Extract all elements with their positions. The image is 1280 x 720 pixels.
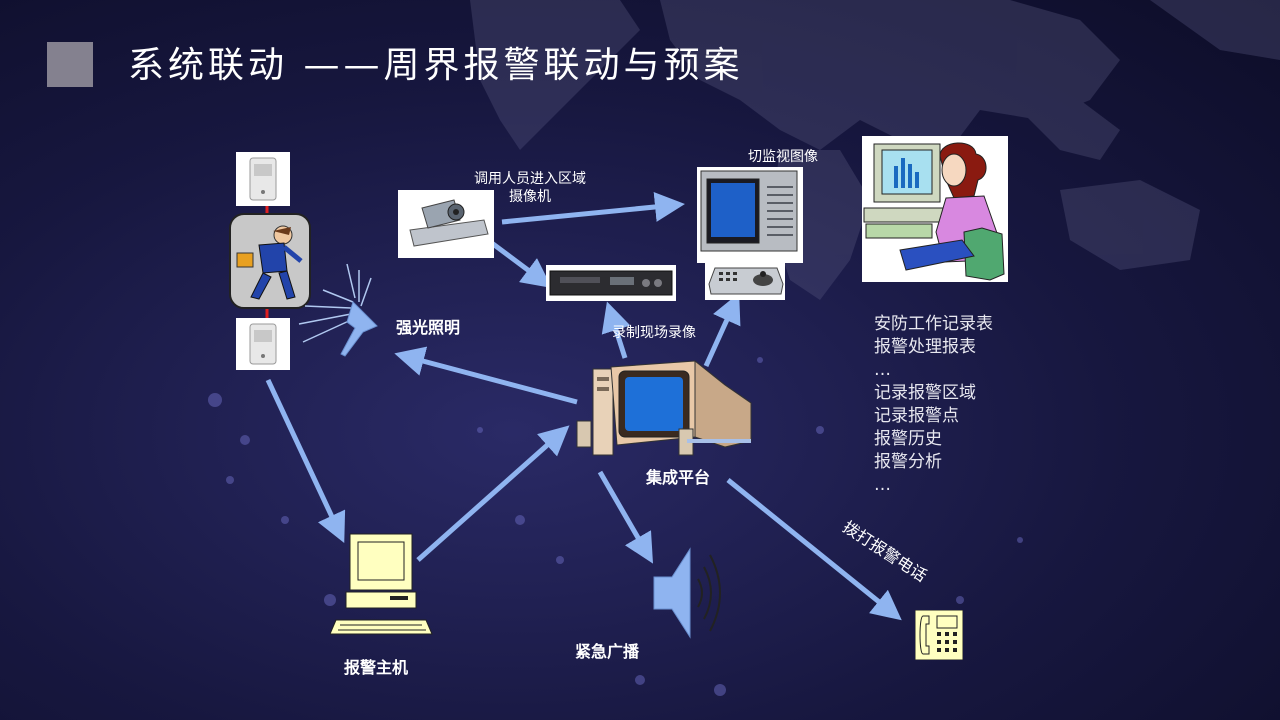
arrow-platform-to-broadcast <box>597 470 654 564</box>
floodlight-icon <box>298 263 378 357</box>
infrared-detector-bottom-icon <box>236 318 290 370</box>
broadcast-label: 紧急广播 <box>575 642 640 661</box>
page-title: 系统联动 ——周界报警联动与预案 <box>128 45 744 86</box>
telephone-icon <box>915 610 963 660</box>
record-item: 报警处理报表 <box>874 337 976 357</box>
camera-label: 调用人员进入区域 摄像机 <box>464 170 596 206</box>
arrow-platform-to-keyboard <box>703 292 741 368</box>
switch-monitor-label: 切监视图像 <box>748 149 818 165</box>
platform-label: 集成平台 <box>646 468 711 487</box>
record-item: 报警分析 <box>874 452 942 472</box>
arrow-platform-to-vcr <box>601 301 631 359</box>
alarm-host-label: 报警主机 <box>344 658 409 677</box>
floodlight-label: 强光照明 <box>396 318 461 337</box>
control-keyboard-icon <box>705 262 785 300</box>
arrow-camera-to-monitor <box>501 192 685 225</box>
arrow-detector-to-alarm-host <box>265 378 346 544</box>
operator-workstation-icon <box>862 136 1008 282</box>
record-list: 安防工作记录表 报警处理报表 … 记录报警区域 记录报警点 报警历史 报警分析 … <box>874 313 993 497</box>
arrow-platform-to-phone <box>726 478 902 621</box>
cctv-monitor-icon <box>697 167 803 263</box>
intruder-icon <box>229 213 311 309</box>
record-video-label: 录制现场录像 <box>612 325 696 341</box>
arrow-platform-to-floodlight <box>394 346 578 405</box>
title-accent-square <box>47 42 93 87</box>
record-item: 记录报警区域 <box>874 383 976 403</box>
arrow-alarm-host-to-platform <box>416 425 570 562</box>
vcr-recorder-icon <box>546 265 676 301</box>
arrow-camera-to-vcr <box>483 235 553 288</box>
camera-icon <box>398 190 494 258</box>
record-item: … <box>874 360 891 380</box>
camera-label-text: 调用人员进入区域 摄像机 <box>474 171 586 205</box>
record-item: 报警历史 <box>874 429 942 449</box>
emergency-broadcast-speaker-icon <box>653 547 721 639</box>
record-item: 安防工作记录表 <box>874 314 993 334</box>
integration-platform-computer-icon <box>576 359 752 456</box>
record-item: … <box>874 475 891 495</box>
infrared-detector-top-icon <box>236 152 290 206</box>
alarm-host-computer-icon <box>330 533 433 635</box>
record-item: 记录报警点 <box>874 406 959 426</box>
